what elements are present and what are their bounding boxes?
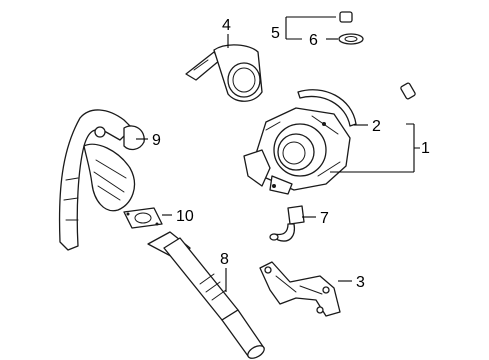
callout-4: 4 — [222, 17, 231, 34]
callout-5: 5 — [271, 25, 280, 42]
part-5-vacuum-line — [335, 11, 416, 100]
part-9-inlet-pipe — [58, 109, 145, 251]
callout-1: 1 — [421, 140, 430, 157]
part-2-clamp — [297, 89, 357, 127]
leader-5 — [285, 16, 336, 40]
part-4-intake-tube — [185, 44, 263, 102]
callout-3: 3 — [356, 274, 365, 291]
callout-7: 7 — [320, 210, 329, 227]
leader-1 — [330, 123, 420, 173]
leader-lines — [136, 16, 420, 292]
part-3-bracket — [259, 261, 341, 317]
callout-10: 10 — [176, 208, 194, 225]
callout-labels: 1 2 3 4 5 6 7 8 9 10 — [152, 17, 430, 291]
callout-2: 2 — [372, 118, 381, 135]
callout-6: 6 — [309, 32, 318, 49]
part-10-gasket — [123, 207, 163, 229]
part-7-hose-fitting — [269, 205, 305, 242]
part-1-turbocharger — [243, 107, 351, 195]
callout-8: 8 — [220, 251, 229, 268]
part-8-egr-tube — [147, 231, 265, 359]
part-6-washer — [338, 33, 364, 45]
callout-9: 9 — [152, 132, 161, 149]
